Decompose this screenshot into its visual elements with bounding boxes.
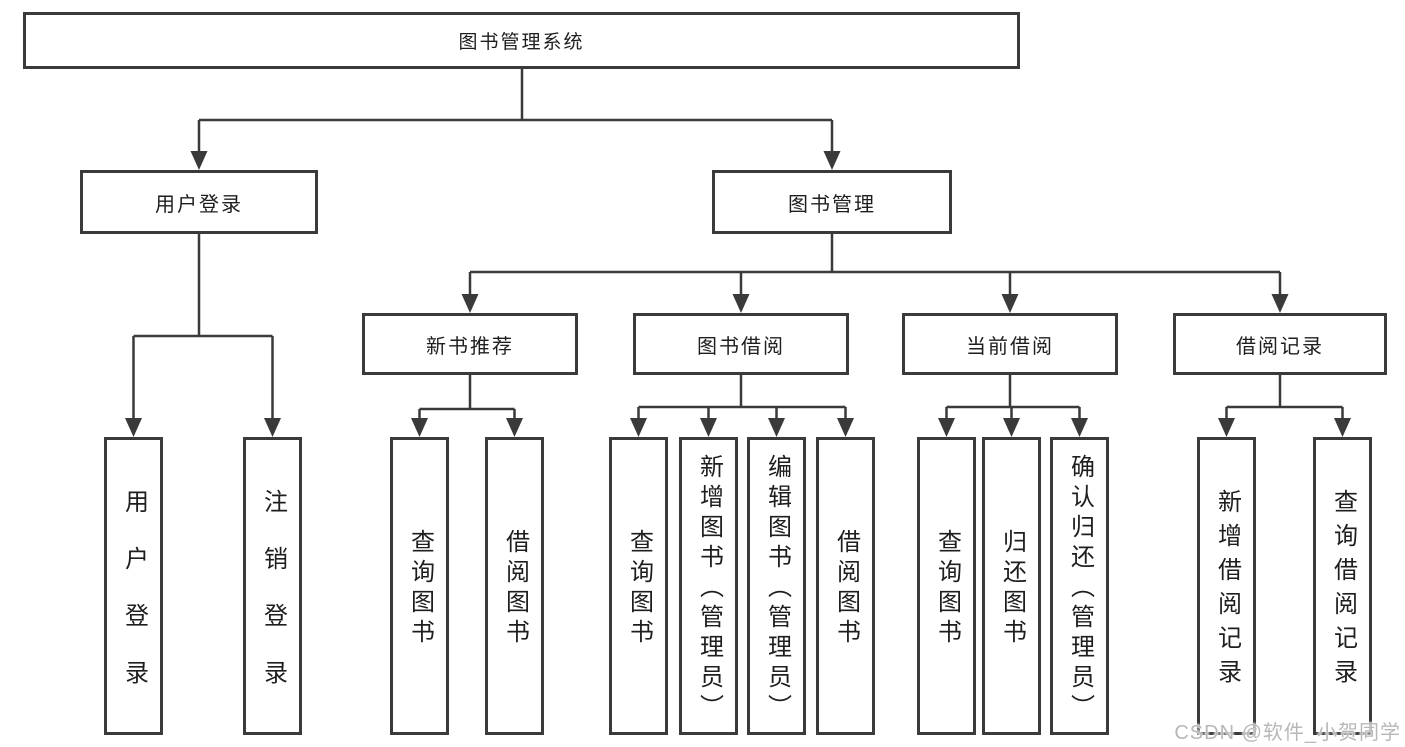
leaf-query-books-recommend-label: 查询图书: [406, 529, 434, 649]
leaf-edit-book-admin: 编辑图书（管理员）: [747, 437, 806, 735]
connector-current-borrow-to-leaves: [938, 375, 1088, 437]
leaf-add-borrow-record-label: 新增借阅记录: [1213, 489, 1241, 693]
connector-book-borrow-to-leaves: [630, 375, 854, 437]
root-node-label: 图书管理系统: [458, 32, 585, 53]
leaf-query-books-current-label: 查询图书: [933, 529, 961, 649]
node-new-book-recommend: 新书推荐: [362, 313, 578, 375]
root-node-library-system: 图书管理系统: [23, 12, 1020, 69]
leaf-borrow-book: 借阅图书: [816, 437, 875, 735]
leaf-confirm-return-admin: 确认归还（管理员）: [1050, 437, 1109, 735]
leaf-query-borrow-record: 查询借阅记录: [1313, 437, 1372, 735]
leaf-query-borrow-record-label: 查询借阅记录: [1329, 489, 1357, 693]
connector-user-login-to-leaves: [125, 234, 281, 437]
node-book-borrow: 图书借阅: [633, 313, 849, 375]
leaf-edit-book-admin-label: 编辑图书（管理员）: [763, 454, 791, 724]
node-book-borrow-label: 图书借阅: [697, 335, 785, 358]
leaf-return-book-label: 归还图书: [998, 529, 1026, 649]
connector-book-management-to-level3: [461, 234, 1289, 313]
node-book-management: 图书管理: [712, 170, 952, 234]
node-new-book-recommend-label: 新书推荐: [426, 335, 514, 358]
leaf-logout: 注销登录: [243, 437, 302, 735]
node-current-borrow-label: 当前借阅: [966, 335, 1054, 358]
leaf-user-login: 用户登录: [104, 437, 163, 735]
connector-borrow-records-to-leaves: [1218, 375, 1351, 437]
connector-new-book-to-leaves: [411, 375, 523, 437]
node-borrow-records: 借阅记录: [1173, 313, 1387, 375]
node-user-login-label: 用户登录: [155, 193, 243, 216]
leaf-query-books-current: 查询图书: [917, 437, 976, 735]
leaf-query-books-borrow-label: 查询图书: [625, 529, 653, 649]
leaf-add-borrow-record: 新增借阅记录: [1197, 437, 1256, 735]
leaf-borrow-books-recommend-label: 借阅图书: [501, 529, 529, 649]
leaf-add-book-admin: 新增图书（管理员）: [679, 437, 738, 735]
leaf-borrow-book-label: 借阅图书: [832, 529, 860, 649]
leaf-query-books-recommend: 查询图书: [390, 437, 449, 735]
leaf-confirm-return-admin-label: 确认归还（管理员）: [1066, 454, 1094, 724]
connector-root-to-level2: [190, 69, 841, 170]
leaf-logout-label: 注销登录: [259, 488, 287, 717]
leaf-add-book-admin-label: 新增图书（管理员）: [695, 454, 723, 724]
node-current-borrow: 当前借阅: [902, 313, 1118, 375]
leaf-return-book: 归还图书: [982, 437, 1041, 735]
node-borrow-records-label: 借阅记录: [1236, 335, 1324, 358]
csdn-watermark: CSDN @软件_小贺同学: [1174, 722, 1401, 744]
leaf-borrow-books-recommend: 借阅图书: [485, 437, 544, 735]
node-user-login: 用户登录: [80, 170, 318, 234]
leaf-query-books-borrow: 查询图书: [609, 437, 668, 735]
leaf-user-login-label: 用户登录: [120, 488, 148, 717]
node-book-management-label: 图书管理: [788, 193, 876, 216]
